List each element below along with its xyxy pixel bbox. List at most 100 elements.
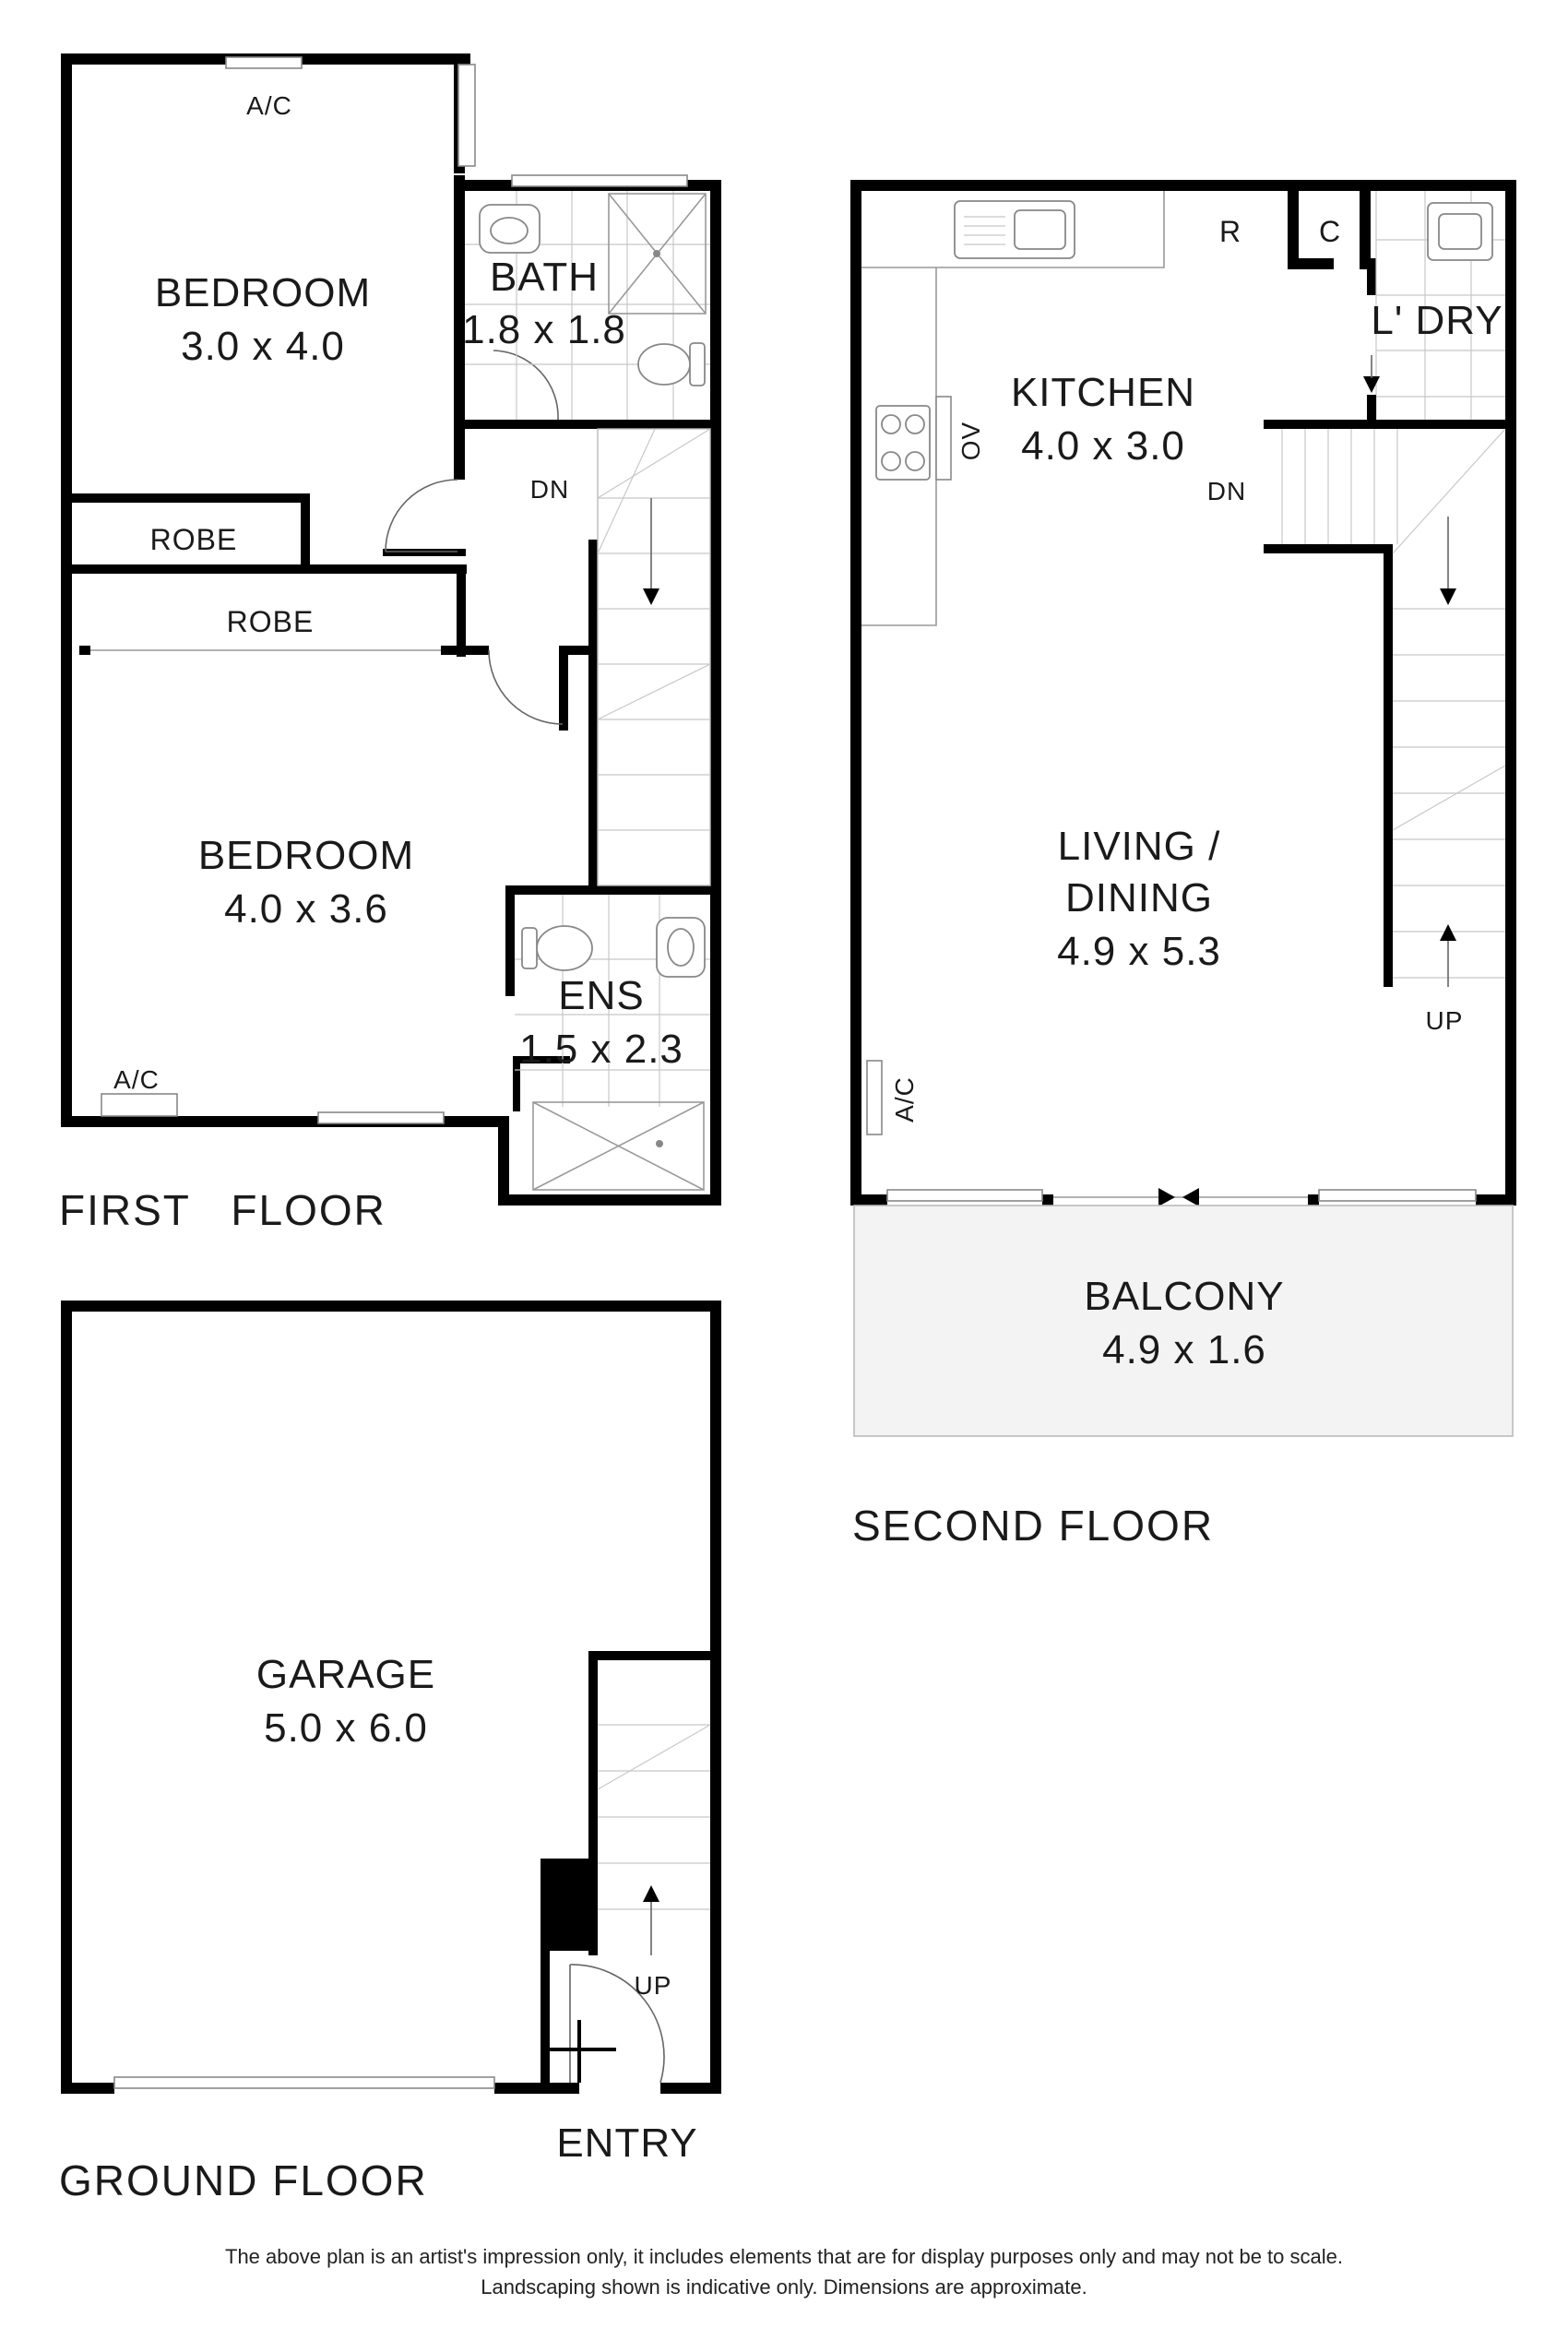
meter-box — [540, 1859, 598, 1951]
wall — [61, 1301, 470, 1312]
toilet-icon — [536, 925, 593, 971]
room-size: 4.0 x 3.0 — [1021, 423, 1185, 469]
wall — [588, 1651, 721, 1660]
ac-label: A/C — [890, 1076, 919, 1123]
wall — [457, 564, 466, 657]
ac-unit — [866, 1060, 883, 1135]
wall — [494, 2083, 579, 2094]
room-size: 4.9 x 5.3 — [1057, 929, 1221, 974]
room-name: LIVING / — [1058, 824, 1221, 869]
ground-floor-plan — [61, 1301, 721, 2094]
wall — [1505, 180, 1516, 1206]
wall — [1367, 395, 1376, 422]
wall — [540, 2011, 550, 2094]
balcony-area — [853, 1205, 1514, 1437]
wall — [498, 1116, 509, 1206]
window — [1318, 1189, 1477, 1202]
room-size: 1.8 x 1.8 — [462, 307, 626, 352]
wall — [1308, 1194, 1319, 1206]
ac-label: A/C — [246, 91, 292, 120]
shower-base — [532, 1101, 705, 1191]
wall — [61, 564, 467, 574]
wall — [61, 2083, 114, 2094]
oven-label: OV — [956, 422, 985, 460]
door-arrow-icon — [1363, 376, 1380, 393]
wall — [1264, 420, 1513, 429]
wall — [1264, 544, 1393, 553]
window — [511, 174, 688, 187]
sliding-door-arrow-icon — [1158, 1188, 1175, 1206]
cupboard-label: C — [1319, 215, 1341, 248]
wall — [1476, 1194, 1516, 1206]
first-floor-plan — [61, 53, 721, 1206]
wall — [588, 1651, 598, 1955]
wall — [1288, 191, 1299, 269]
wall — [513, 1056, 520, 1111]
wall — [850, 180, 1516, 191]
wall — [588, 540, 598, 890]
wall — [513, 1056, 570, 1063]
door-swing — [493, 350, 559, 421]
ensuite-fixtures — [515, 895, 710, 1191]
wall — [457, 420, 718, 429]
stair-up-arrow-icon — [1440, 924, 1456, 941]
room-name: BATH — [490, 255, 599, 300]
wall — [61, 493, 310, 503]
toilet-icon — [637, 343, 691, 386]
room-name: BEDROOM — [155, 270, 371, 315]
room-name: GARAGE — [256, 1652, 435, 1697]
room-name: BALCONY — [1084, 1274, 1284, 1319]
wall — [1042, 1194, 1053, 1206]
wall — [660, 2083, 721, 2094]
room-size: 4.9 x 1.6 — [1102, 1327, 1266, 1372]
wall — [457, 646, 489, 655]
wall — [79, 646, 90, 655]
room-size: 4.0 x 3.6 — [224, 886, 388, 932]
stair-down-arrow-icon — [643, 588, 659, 605]
wall — [454, 175, 465, 480]
room-name: KITCHEN — [1011, 370, 1195, 415]
wall — [710, 1301, 721, 2094]
door-swing — [385, 479, 458, 552]
wall — [1384, 544, 1393, 987]
room-name: ROBE — [227, 605, 315, 638]
wall — [559, 646, 568, 731]
stair-down-arrow-icon — [1440, 588, 1456, 605]
room-name: BEDROOM — [198, 833, 414, 878]
floor-title: FIRST FLOOR — [59, 1186, 386, 1234]
disclaimer: The above plan is an artist's impression… — [0, 2241, 1568, 2302]
wall — [1360, 191, 1371, 269]
stair-label: UP — [635, 1971, 672, 2000]
room-size: 5.0 x 6.0 — [264, 1705, 428, 1751]
room-name: ENTRY — [556, 2120, 697, 2166]
stair-up-arrow-icon — [643, 1885, 659, 1902]
wall — [1288, 258, 1334, 269]
door-swing — [569, 1964, 665, 2084]
ac-label: A/C — [113, 1065, 160, 1094]
second-floor-stairs — [1264, 428, 1506, 987]
room-size: 3.0 x 4.0 — [181, 324, 345, 369]
wall — [1367, 258, 1376, 295]
wall — [61, 53, 72, 1127]
garage-door — [113, 2076, 495, 2089]
window — [886, 1189, 1043, 1202]
room-size: 1.5 x 2.3 — [519, 1027, 683, 1072]
room-name: DINING — [1065, 875, 1213, 921]
floor-title: GROUND FLOOR — [59, 2156, 428, 2204]
wall — [61, 1301, 72, 2094]
first-floor-stairs — [597, 428, 711, 886]
window — [225, 56, 303, 69]
door-swing — [488, 649, 564, 725]
stair-label: DN — [1207, 477, 1246, 505]
shower-drain-icon — [653, 250, 660, 257]
room-name: ENS — [558, 973, 644, 1018]
wall — [540, 1946, 550, 2020]
window — [317, 1111, 445, 1124]
wall — [461, 1301, 721, 1312]
shower-base — [608, 193, 707, 315]
disclaimer-line: The above plan is an artist's impression… — [225, 2245, 1343, 2268]
wall — [850, 180, 861, 1206]
ground-floor-stairs — [597, 1724, 711, 1955]
fridge-label: R — [1219, 215, 1241, 248]
